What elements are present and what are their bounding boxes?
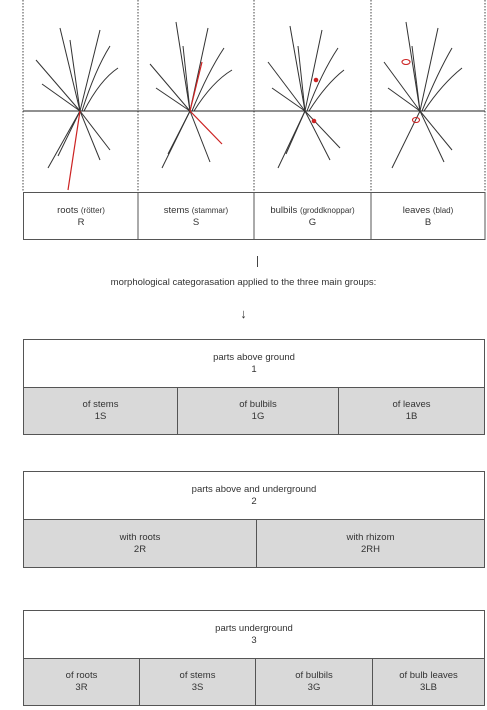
highlight-leaf-lower [411, 116, 421, 124]
highlight-bulbil-lower [311, 118, 317, 124]
cell-label: of roots [65, 670, 98, 681]
highlight-stem-up [189, 61, 203, 112]
cell-label: with rhizom [346, 531, 395, 543]
group-2-header: parts above and underground 2 [24, 472, 484, 520]
group-3-number: 3 [251, 634, 257, 646]
plant-drawing-roots [35, 27, 119, 191]
down-arrow-icon: ↓ [240, 306, 247, 321]
caption-stems-name: stems [163, 204, 190, 216]
cell-code: 3LB [420, 682, 437, 693]
caption-stems-code: S [192, 216, 200, 228]
cell-label: of stems [82, 399, 119, 410]
group-2-cell-rhizom: with rhizom 2RH [256, 520, 484, 567]
group-3-cell-stems: of stems 3S [139, 659, 255, 705]
caption-leaves-code: B [424, 216, 432, 228]
caption-bulbils: bulbils (groddknoppar) G [254, 193, 371, 240]
group-1-title: parts above ground [213, 351, 295, 363]
plant-drawing-leaves [383, 21, 463, 169]
cell-label: of bulb leaves [399, 670, 458, 681]
group-3-title: parts underground [215, 622, 293, 634]
group-1-cells: of stems 1S of bulbils 1G of leaves 1B [24, 388, 484, 434]
caption-roots-name: roots [57, 204, 79, 216]
group-2-cell-roots: with roots 2R [24, 520, 256, 567]
group-3-header: parts underground 3 [24, 611, 484, 659]
cell-code: 3G [307, 682, 321, 693]
cell-code: 3R [75, 682, 88, 693]
group-above-and-underground: parts above and underground 2 with roots… [23, 471, 485, 568]
caption-stems: stems (stammar) S [138, 193, 254, 240]
group-3-cells: of roots 3R of stems 3S of bulbils 3G of… [24, 659, 484, 705]
group-3-cell-bulb-leaves: of bulb leaves 3LB [372, 659, 484, 705]
column-dividers [22, 0, 486, 192]
cell-code: 1B [405, 411, 418, 422]
caption-roots-code: R [77, 216, 85, 228]
cell-label: with roots [119, 531, 161, 543]
connector-line [257, 256, 258, 267]
highlight-stem-down [189, 110, 223, 145]
caption-leaves: leaves (blad) B [371, 193, 485, 240]
cell-label: of leaves [392, 399, 431, 410]
highlight-leaf-upper [401, 58, 411, 66]
group-1-cell-leaves: of leaves 1B [338, 388, 484, 434]
group-above-ground: parts above ground 1 of stems 1S of bulb… [23, 339, 485, 435]
cell-label: of bulbils [295, 670, 333, 681]
group-1-cell-bulbils: of bulbils 1G [177, 388, 338, 434]
group-1-cell-stems: of stems 1S [24, 388, 177, 434]
highlight-bulbil-upper [313, 77, 319, 83]
caption-stems-sub: (stammar) [191, 205, 229, 215]
caption-leaves-name: leaves [402, 204, 431, 216]
caption-roots-sub: (rötter) [80, 205, 105, 215]
caption-bulbils-sub: (groddknoppar) [299, 205, 355, 215]
group-2-title: parts above and underground [191, 483, 317, 495]
caption-box-frame [23, 192, 486, 240]
group-2-cells: with roots 2R with rhizom 2RH [24, 520, 484, 567]
cell-code: 1G [251, 411, 265, 422]
group-1-number: 1 [251, 363, 257, 375]
cell-code: 2R [133, 543, 147, 555]
caption-leaves-sub: (blad) [432, 205, 454, 215]
caption-bulbils-name: bulbils [270, 204, 298, 216]
cell-code: 1S [94, 411, 107, 422]
cell-label: of stems [179, 670, 216, 681]
group-3-cell-bulbils: of bulbils 3G [255, 659, 372, 705]
plant-drawing-bulbils [267, 25, 345, 169]
plant-drawing-stems [149, 21, 233, 169]
cell-code: 2RH [360, 543, 380, 555]
flow-description: morphological categorasation applied to … [110, 277, 377, 288]
plant-drawings-panel [22, 0, 486, 240]
highlight-root [67, 110, 81, 191]
caption-roots: roots (rötter) R [24, 193, 138, 240]
group-3-cell-roots: of roots 3R [24, 659, 139, 705]
group-1-header: parts above ground 1 [24, 340, 484, 388]
cell-label: of bulbils [239, 399, 277, 410]
cell-code: 3S [191, 682, 204, 693]
group-2-number: 2 [251, 495, 257, 507]
group-underground: parts underground 3 of roots 3R of stems… [23, 610, 485, 706]
caption-bulbils-code: G [308, 216, 317, 228]
